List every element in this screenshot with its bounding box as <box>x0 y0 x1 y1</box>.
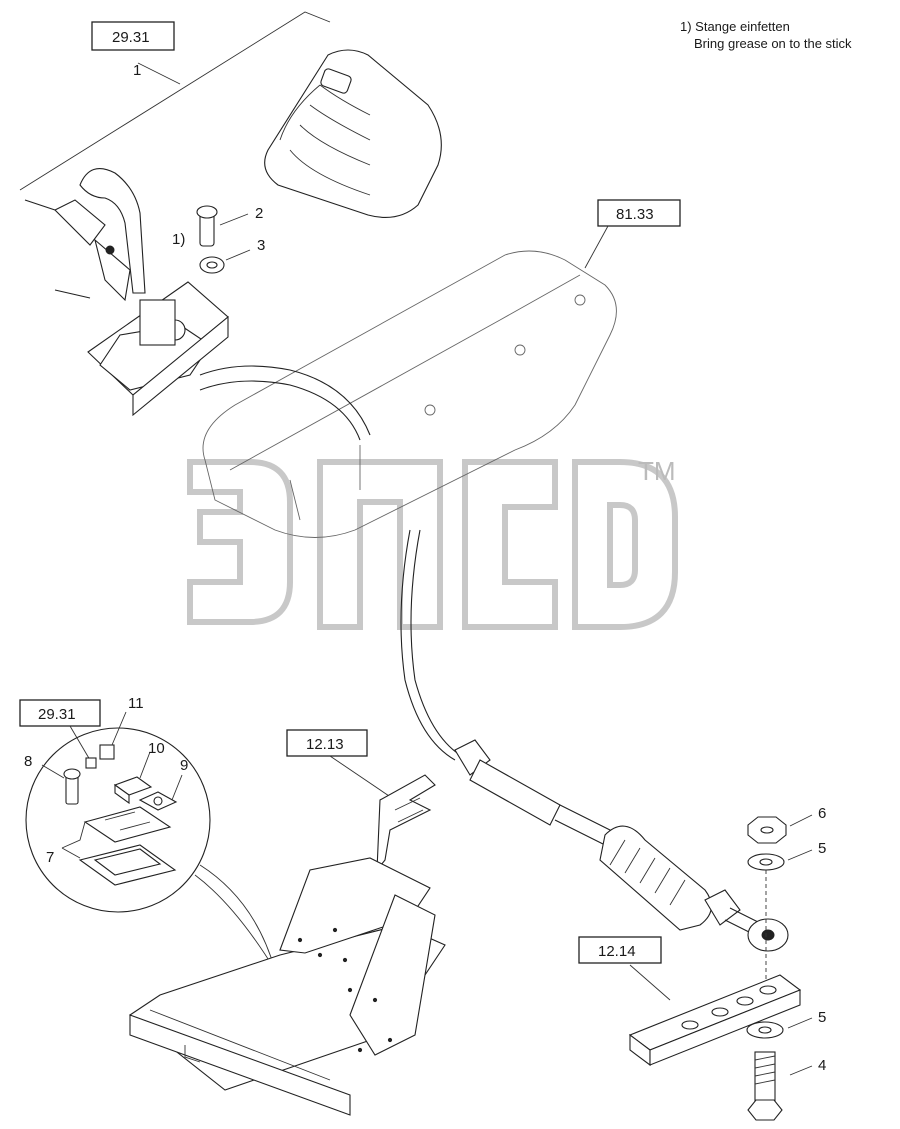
ref-box-lever-plate: 12.14 <box>578 936 662 964</box>
ref-box-lever-plate-label: 12.14 <box>598 943 636 960</box>
grease-note-mark: 1) <box>172 231 185 248</box>
ref-box-top: 29.31 <box>91 21 175 51</box>
rubber-boot <box>264 49 442 218</box>
callout-3: 3 <box>257 237 265 254</box>
ref-box-inset: 29.31 <box>19 699 101 727</box>
joystick-lever: 1) <box>24 168 185 302</box>
leader-1 <box>137 62 181 85</box>
ref-box-console-label: 81.33 <box>616 206 654 223</box>
screw-2 <box>196 205 218 247</box>
callout-9: 9 <box>180 757 188 774</box>
callout-10: 10 <box>148 740 165 757</box>
callout-4: 4 <box>818 1057 826 1074</box>
floor-panel <box>129 857 446 1116</box>
washer-3 <box>199 256 225 274</box>
callout-2: 2 <box>255 205 263 222</box>
gasket-7 <box>78 844 177 886</box>
watermark-logo: TM <box>187 456 678 630</box>
bolt-4 <box>747 1051 783 1121</box>
ref-box-inset-label: 29.31 <box>38 706 76 723</box>
screw-8 <box>63 768 81 805</box>
lever-plate <box>628 974 802 1067</box>
grease-note-line-de: 1) Stange einfetten <box>680 19 790 34</box>
switch-9 <box>138 791 178 811</box>
callout-11: 11 <box>128 695 144 712</box>
callout-7: 7 <box>46 849 54 866</box>
callout-6: 6 <box>818 805 826 822</box>
grease-note: 1) Stange einfetten Bring grease on to t… <box>680 18 852 52</box>
console-outline <box>202 250 617 538</box>
cable-bellows <box>599 825 761 936</box>
detail-inset <box>25 727 276 971</box>
callout-5-bottom: 5 <box>818 1009 826 1026</box>
cap-11 <box>85 744 115 769</box>
callout-8: 8 <box>24 753 32 770</box>
bracket <box>376 774 436 872</box>
callout-5-top: 5 <box>818 840 826 857</box>
switch-frame <box>83 806 172 843</box>
washer-5-top <box>747 853 785 871</box>
rod-end-eye <box>747 918 789 952</box>
leader-1-bracket <box>19 11 331 191</box>
switch-10 <box>113 776 153 805</box>
nut-6 <box>747 816 787 844</box>
ref-box-bracket-label: 12.13 <box>306 736 344 753</box>
callout-1: 1 <box>133 62 141 79</box>
lever-base <box>87 281 229 417</box>
ref-box-top-label: 29.31 <box>112 29 150 46</box>
ref-box-bracket: 12.13 <box>286 729 368 757</box>
watermark-tm: TM <box>638 456 676 486</box>
grease-note-line-en: Bring grease on to the stick <box>694 36 852 51</box>
washer-5-bottom <box>746 1021 784 1039</box>
ref-box-console: 81.33 <box>597 199 681 227</box>
